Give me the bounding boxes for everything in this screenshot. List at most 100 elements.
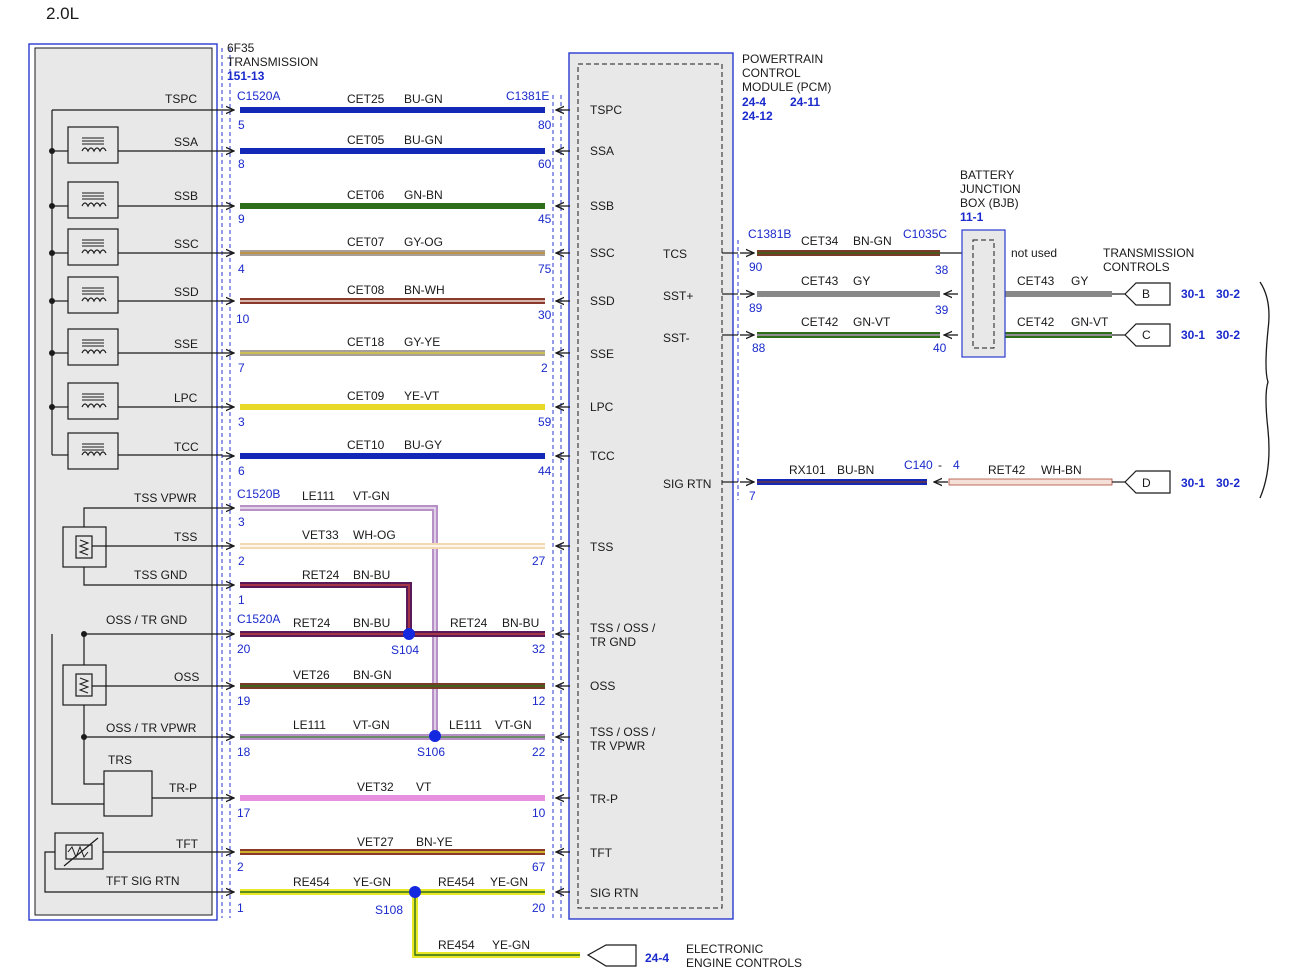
right-arrows: [740, 253, 958, 482]
trans-label-tss: TSS: [174, 530, 197, 544]
wire-circuit: CET42: [1017, 315, 1055, 329]
pin-number: 44: [538, 464, 552, 478]
wire-circuit: RE454: [438, 875, 475, 889]
eec-ref-link[interactable]: 24-4: [645, 951, 669, 965]
connector-c140[interactable]: C140: [904, 458, 933, 472]
pcm-pin-ssc: SSC: [590, 246, 615, 260]
pcm-pin-tss-oss-gnd-2: TR GND: [590, 635, 636, 649]
pin-number: 20: [237, 642, 251, 656]
connector-arrows: [222, 110, 570, 892]
splice-s106[interactable]: [429, 730, 441, 742]
wire-circuit: RET24: [293, 616, 331, 630]
trans-label-oss-tr-vpwr: OSS / TR VPWR: [106, 721, 197, 735]
connector-c1520a-top[interactable]: C1520A: [237, 89, 280, 103]
pcm-pin-sst-plus: SST+: [663, 289, 693, 303]
wire-cet43-out[interactable]: [1005, 291, 1112, 297]
wire-color: BU-GN: [404, 133, 443, 147]
pin-number: 38: [935, 263, 949, 277]
solenoid-ssc[interactable]: [67, 228, 119, 266]
pin-number: 17: [237, 806, 251, 820]
wire-cet06[interactable]: [240, 203, 545, 209]
wire-cet09[interactable]: [240, 404, 545, 410]
wire-circuit: CET42: [801, 315, 839, 329]
wire-ret42[interactable]: [948, 478, 1113, 486]
tss-sensor[interactable]: [62, 526, 107, 568]
pcm-ref-link-1[interactable]: 24-4: [742, 95, 766, 109]
trans-label-trs: TRS: [108, 753, 132, 767]
wire-cet43[interactable]: [757, 291, 940, 297]
solenoid-ssd[interactable]: [67, 276, 119, 314]
wire-color: BU-BN: [837, 463, 874, 477]
bjb-title-2: JUNCTION: [960, 182, 1021, 196]
wire-circuit: VET33: [302, 528, 339, 542]
connector-c1381b[interactable]: C1381B: [748, 227, 791, 241]
pcm-ref-link-2[interactable]: 24-11: [790, 95, 820, 109]
pcm-pin-tr-p: TR-P: [590, 792, 618, 806]
solenoid-sse[interactable]: [67, 328, 119, 366]
tft-thermistor[interactable]: [54, 832, 104, 870]
wire-color: GY-OG: [404, 235, 443, 249]
transmission-ref-link[interactable]: 151-13: [227, 69, 265, 83]
bjb-ref-link[interactable]: 11-1: [960, 210, 984, 224]
pcm-pin-sst-minus: SST-: [663, 331, 690, 345]
wire-color: BN-BU: [502, 616, 539, 630]
connector-c140-dash: -: [938, 458, 942, 472]
pcm-pin-lpc: LPC: [590, 400, 614, 414]
pin-number: 80: [538, 118, 552, 132]
pin-number: 40: [933, 341, 947, 355]
connector-c1381e[interactable]: C1381E: [506, 89, 549, 103]
trs-sensor[interactable]: [103, 770, 153, 817]
pcm-ref-link-3[interactable]: 24-12: [742, 109, 773, 123]
connector-c[interactable]: C: [1124, 323, 1171, 347]
transmission-outer-box: [28, 43, 218, 921]
pin-number: 18: [237, 745, 251, 759]
oss-sensor[interactable]: [62, 664, 107, 706]
eec-connector[interactable]: [586, 944, 637, 967]
wire-circuit: VET32: [357, 780, 394, 794]
wire-circuit: CET10: [347, 438, 385, 452]
transmission-title-1: 6F35: [227, 41, 255, 55]
ref-link-30-1[interactable]: 30-1: [1181, 476, 1205, 490]
wire-cet05[interactable]: [240, 148, 545, 154]
ref-link-30-1[interactable]: 30-1: [1181, 328, 1205, 342]
wire-circuit: CET06: [347, 188, 385, 202]
connector-b[interactable]: B: [1124, 282, 1171, 306]
solenoid-ssb[interactable]: [67, 181, 119, 219]
solenoid-ssa[interactable]: [67, 126, 119, 164]
splice-label-s106: S106: [417, 745, 445, 759]
connector-c-label: C: [1142, 328, 1151, 342]
solenoid-tcc[interactable]: [67, 432, 119, 470]
pin-number: 10: [236, 312, 250, 326]
bjb-title-3: BOX (BJB): [960, 196, 1019, 210]
wire-color: VT-GN: [495, 718, 532, 732]
wire-cet10[interactable]: [240, 453, 545, 459]
wire-circuit: RE454: [438, 938, 475, 952]
pcm-pin-sse: SSE: [590, 347, 614, 361]
connector-c1520b[interactable]: C1520B: [237, 487, 280, 501]
connector-c1520a-bottom[interactable]: C1520A: [237, 612, 280, 626]
ref-link-30-2[interactable]: 30-2: [1216, 476, 1240, 490]
wire-vet32[interactable]: [240, 795, 545, 801]
ref-link-30-2[interactable]: 30-2: [1216, 328, 1240, 342]
wire-color: WH-BN: [1041, 463, 1082, 477]
ref-link-30-1[interactable]: 30-1: [1181, 287, 1205, 301]
trans-label-ssd: SSD: [174, 285, 199, 299]
connector-d[interactable]: D: [1124, 470, 1171, 494]
pcm-box[interactable]: [568, 52, 734, 920]
trans-label-oss-tr-gnd: OSS / TR GND: [106, 613, 187, 627]
pin-number: 7: [238, 361, 245, 375]
solenoid-lpc[interactable]: [67, 382, 119, 420]
wire-color: WH-OG: [353, 528, 396, 542]
wire-cet25[interactable]: [240, 107, 545, 113]
bjb-box[interactable]: [961, 229, 1006, 358]
pcm-pin-tft: TFT: [590, 846, 613, 860]
ref-link-30-2[interactable]: 30-2: [1216, 287, 1240, 301]
splice-s104[interactable]: [403, 628, 415, 640]
splice-s108[interactable]: [409, 886, 421, 898]
wire-color: BU-GY: [404, 438, 442, 452]
wire-circuit: RET42: [988, 463, 1026, 477]
connector-c1035c[interactable]: C1035C: [903, 227, 947, 241]
trans-label-oss: OSS: [174, 670, 199, 684]
pin-number: 3: [238, 515, 245, 529]
trans-label-tr-p: TR-P: [169, 781, 197, 795]
